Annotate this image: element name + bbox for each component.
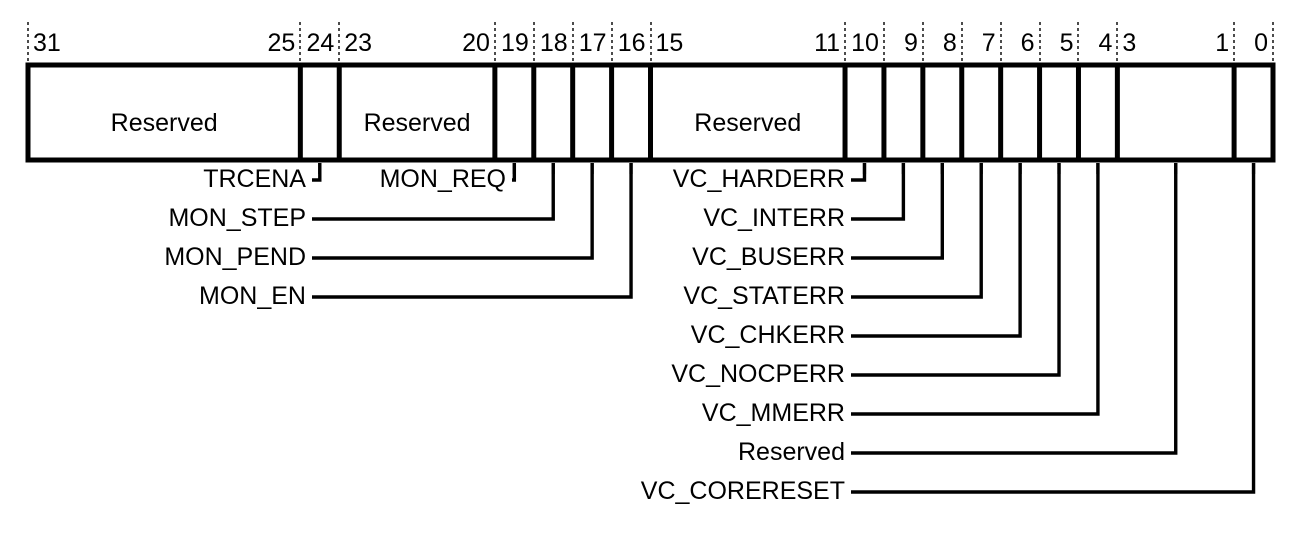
bit-number-11: 11 xyxy=(814,29,840,57)
leader-line-vc-interr xyxy=(851,163,906,221)
bit-number-19: 19 xyxy=(501,29,529,57)
leader-label-mon-req: MON_REQ xyxy=(380,165,506,193)
leader-label-trcena: TRCENA xyxy=(203,165,306,193)
leader-lines xyxy=(312,163,1256,494)
leader-line-trcena xyxy=(312,163,322,182)
leader-line-mon-req xyxy=(512,163,517,182)
leader-label-mon-step: MON_STEP xyxy=(168,204,306,232)
inline-field-label-reserved: Reserved xyxy=(111,109,218,137)
bit-number-3: 3 xyxy=(1122,29,1136,57)
leader-label-vc-interr: VC_INTERR xyxy=(703,204,845,232)
bit-number-23: 23 xyxy=(344,29,372,57)
leader-label-vc-chkerr: VC_CHKERR xyxy=(691,321,845,349)
bit-number-1: 1 xyxy=(1215,29,1229,57)
leader-label-reserved: Reserved xyxy=(738,438,845,466)
leader-label-vc-buserr: VC_BUSERR xyxy=(692,243,845,271)
leader-label-mon-en: MON_EN xyxy=(199,282,306,310)
leader-label-vc-harderr: VC_HARDERR xyxy=(673,165,845,193)
leader-line-vc-corereset xyxy=(851,163,1256,494)
inline-field-labels: Reserved Reserved Reserved xyxy=(111,109,802,137)
bit-number-10: 10 xyxy=(851,29,879,57)
leader-label-vc-mmerr: VC_MMERR xyxy=(702,399,845,427)
bit-number-31: 31 xyxy=(33,29,61,57)
leader-line-vc-nocperr xyxy=(851,163,1061,377)
inline-field-label-reserved: Reserved xyxy=(364,109,471,137)
bit-number-5: 5 xyxy=(1060,29,1074,57)
bit-number-20: 20 xyxy=(462,29,490,57)
leader-line-vc-mmerr xyxy=(851,163,1100,416)
inline-field-label-reserved: Reserved xyxy=(694,109,801,137)
bit-number-4: 4 xyxy=(1098,29,1112,57)
leader-label-texts: TRCENA MON_STEP MON_PEND MON_EN MON_REQ VC_HA… xyxy=(164,165,845,505)
bit-number-8: 8 xyxy=(943,29,957,57)
leader-label-mon-pend: MON_PEND xyxy=(164,243,306,271)
bit-number-16: 16 xyxy=(618,29,646,57)
bit-number-24: 24 xyxy=(306,29,334,57)
leader-line-vc-harderr xyxy=(851,163,867,182)
bit-number-0: 0 xyxy=(1254,29,1268,57)
leader-label-vc-nocperr: VC_NOCPERR xyxy=(671,360,845,388)
leader-line-mon-step xyxy=(312,163,555,221)
leader-line-reserved xyxy=(851,163,1178,455)
leader-line-vc-chkerr xyxy=(851,163,1022,338)
bit-number-6: 6 xyxy=(1021,29,1035,57)
leader-label-vc-staterr: VC_STATERR xyxy=(683,282,845,310)
bit-cell-separators xyxy=(297,65,1237,160)
leader-line-mon-en xyxy=(312,163,633,299)
bit-number-9: 9 xyxy=(904,29,918,57)
leader-label-vc-corereset: VC_CORERESET xyxy=(641,477,845,505)
bit-number-17: 17 xyxy=(579,29,607,57)
field-boundary-dotted-separators xyxy=(27,22,1274,65)
leader-line-mon-pend xyxy=(312,163,594,260)
bit-number-25: 25 xyxy=(268,29,296,57)
bit-number-7: 7 xyxy=(982,29,996,57)
leader-line-vc-staterr xyxy=(851,163,983,299)
leader-line-vc-buserr xyxy=(851,163,944,260)
bit-number-15: 15 xyxy=(656,29,684,57)
bit-number-18: 18 xyxy=(540,29,568,57)
